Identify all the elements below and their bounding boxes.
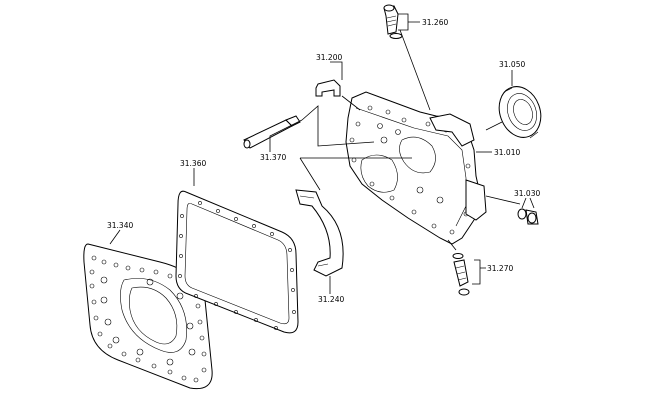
callout-31010: 31.010 [494, 148, 520, 157]
gasket-frame-31360 [175, 190, 299, 334]
callout-31360: 31.360 [180, 159, 206, 168]
callout-labels: 31.260 31.200 31.050 31.370 31.010 31.36… [107, 18, 540, 304]
callout-31260: 31.260 [422, 18, 448, 27]
seal-31050 [498, 86, 542, 139]
leader-lines [109, 13, 535, 294]
housing-31010 [345, 91, 487, 245]
tube-31200 [315, 79, 341, 97]
pin-31370 [243, 115, 301, 149]
bolt-31270 [452, 253, 470, 296]
callout-31240: 31.240 [318, 295, 344, 304]
bolt-31260 [383, 4, 403, 39]
shift-fork-31240 [295, 189, 344, 277]
callout-31270: 31.270 [487, 264, 513, 273]
callout-31030: 31.030 [514, 189, 540, 198]
callout-31340: 31.340 [107, 221, 133, 230]
callout-31050: 31.050 [499, 60, 525, 69]
plug-31030 [517, 208, 539, 225]
callout-31370: 31.370 [260, 153, 286, 162]
callout-31200: 31.200 [316, 53, 342, 62]
